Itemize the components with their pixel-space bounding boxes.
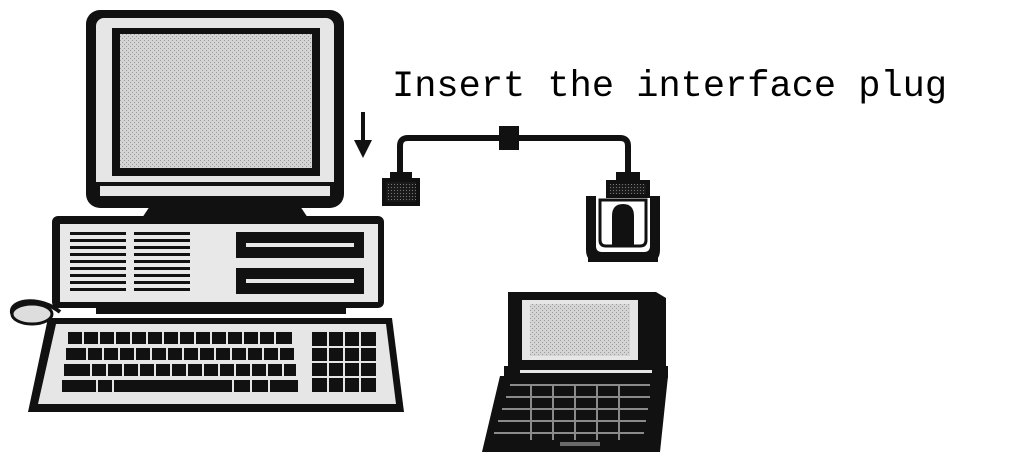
- monitor-screen: [120, 34, 312, 168]
- interface-plug-right: [606, 172, 650, 198]
- vent-grille-right: [134, 232, 190, 291]
- cable-ferrite: [499, 126, 519, 150]
- interface-cable: [382, 126, 650, 206]
- system-unit: [52, 216, 384, 314]
- vent-grille-left: [70, 232, 126, 291]
- laptop-screen: [530, 304, 630, 356]
- laptop: [482, 292, 668, 452]
- port-socket-icon: [586, 196, 660, 262]
- instruction-caption: Insert the interface plug: [392, 64, 947, 110]
- insert-arrow-icon: [354, 112, 372, 158]
- laptop-trackpad: [560, 442, 600, 446]
- desktop-monitor: [86, 10, 344, 218]
- interface-plug-left: [382, 172, 420, 206]
- keyboard: [28, 318, 404, 412]
